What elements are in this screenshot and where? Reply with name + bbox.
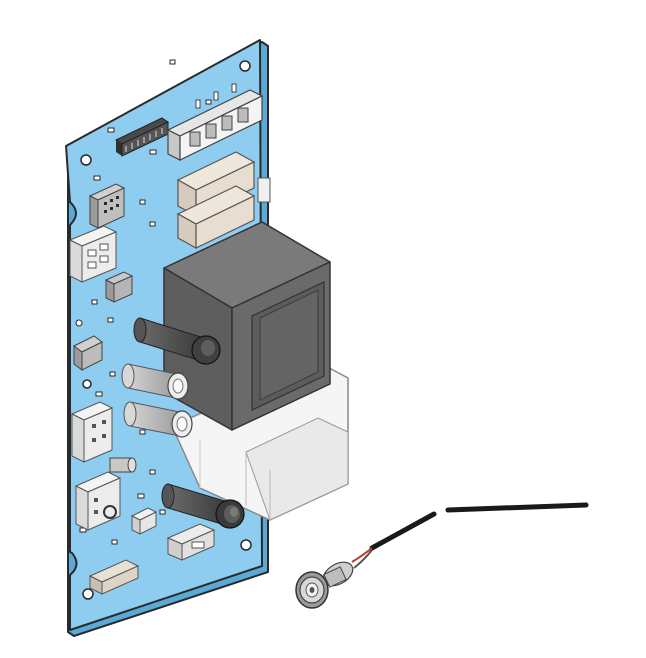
- mounting-holes: [80, 60, 252, 600]
- capacitor-light-upper: [121, 363, 189, 400]
- small-capacitor: [109, 457, 137, 473]
- small-connector: [104, 271, 134, 303]
- bottom-connector: [166, 523, 216, 561]
- capacitor-dark: [133, 317, 221, 365]
- relay-lower: [176, 185, 256, 250]
- terminal-block-left: [68, 225, 118, 283]
- clear-housing: [171, 361, 349, 521]
- row-connector: [88, 559, 140, 595]
- cable: [351, 502, 589, 569]
- pin-header: [114, 117, 170, 157]
- small-white-block: [130, 507, 158, 535]
- smd-components: [75, 59, 212, 545]
- terminal-block-ring: [74, 471, 122, 531]
- jack-connector-icon: [295, 561, 354, 609]
- capacitor-bottom: [161, 483, 245, 529]
- side-connector: [257, 177, 271, 203]
- capacitor-light-lower: [123, 401, 193, 438]
- terminal-block-top: [166, 83, 264, 161]
- terminal-block-bottom: [70, 401, 114, 463]
- square-component: [73, 335, 103, 371]
